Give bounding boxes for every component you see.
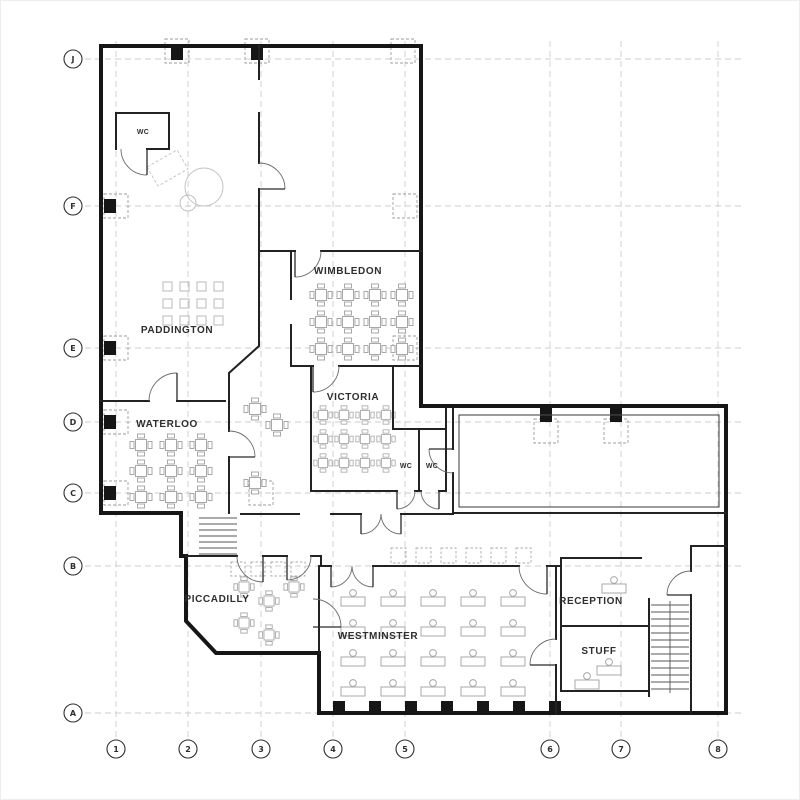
grid-letter-label-j: J <box>71 55 75 64</box>
grid-letter-label-c: C <box>70 489 76 498</box>
furniture-corridor <box>243 397 289 495</box>
piano-icon <box>146 149 189 187</box>
room-label-waterloo: WATERLOO <box>136 419 198 430</box>
round-table-icon <box>184 167 224 207</box>
interior-walls <box>100 45 727 714</box>
grid-number-label-2: 2 <box>185 745 191 754</box>
grid-lines-horizontal <box>85 58 743 714</box>
grid-letter-label-d: D <box>70 418 77 427</box>
grid-bubble-letter-f: F <box>63 196 83 216</box>
furniture-waterloo <box>129 433 213 509</box>
room-label-wimbledon: WIMBLEDON <box>314 266 382 277</box>
right-room-inner-wall <box>458 414 720 508</box>
furniture <box>129 149 627 697</box>
grid-number-label-5: 5 <box>402 745 408 754</box>
furniture-reception-stuff <box>574 576 627 690</box>
column-fills <box>104 48 622 713</box>
grid-bubble-number-6: 6 <box>540 739 560 759</box>
grid-bubble-letter-a: A <box>63 703 83 723</box>
room-labels: WC WIMBLEDON PADDINGTON VICTORIA WATERLO… <box>136 129 623 657</box>
door-leaves <box>146 149 691 666</box>
grid-number-label-6: 6 <box>547 745 553 754</box>
outer-wall <box>99 44 728 715</box>
furniture-paddington <box>146 149 224 326</box>
room-label-wc-mid-right: WC <box>426 463 438 470</box>
room-label-piccadilly: PICCADILLY <box>184 594 249 605</box>
room-label-westminster: WESTMINSTER <box>338 631 419 642</box>
door-swing-arcs <box>120 148 692 666</box>
grid-number-label-1: 1 <box>113 745 119 754</box>
grid-bubble-number-4: 4 <box>323 739 343 759</box>
grid-number-label-8: 8 <box>715 745 721 754</box>
furniture-victoria <box>313 405 396 473</box>
grid-number-label-7: 7 <box>618 745 624 754</box>
column-dashed-boxes <box>103 38 629 506</box>
grid-bubble-letter-b: B <box>63 556 83 576</box>
grid-bubble-number-2: 2 <box>178 739 198 759</box>
grid-letter-label-f: F <box>70 202 75 211</box>
grid-bubble-letter-c: C <box>63 483 83 503</box>
stairs-right <box>651 601 689 693</box>
grid-bubble-number-7: 7 <box>611 739 631 759</box>
room-label-reception: RECEPTION <box>559 596 623 607</box>
furniture-westminster <box>340 547 532 697</box>
grid-bubble-letter-e: E <box>63 338 83 358</box>
grid-letter-label-b: B <box>70 562 76 571</box>
walls <box>99 44 728 715</box>
grid-bubble-number-1: 1 <box>106 739 126 759</box>
grid-bubble-letter-d: D <box>63 412 83 432</box>
room-label-stuff: STUFF <box>581 646 616 657</box>
column-markers <box>103 38 629 713</box>
room-label-paddington: PADDINGTON <box>141 325 213 336</box>
grid-bubble-letter-j: J <box>63 49 83 69</box>
grid-number-label-3: 3 <box>258 745 264 754</box>
grid-bubble-number-8: 8 <box>708 739 728 759</box>
grid-bubble-number-3: 3 <box>251 739 271 759</box>
stairs-left <box>199 517 237 555</box>
grid-letter-label-e: E <box>70 344 75 353</box>
room-label-wc-mid-left: WC <box>400 463 412 470</box>
furniture-wimbledon <box>309 283 414 361</box>
doors <box>120 148 692 666</box>
grid-bubbles-numbers: 1 2 3 4 5 6 7 8 <box>106 739 728 759</box>
room-label-wc-upper: WC <box>137 129 149 136</box>
grid-bubbles-letters: J F E D C B A <box>63 49 83 723</box>
grid-bubble-number-5: 5 <box>395 739 415 759</box>
room-label-victoria: VICTORIA <box>327 392 379 403</box>
grid-letter-label-a: A <box>70 709 77 718</box>
grid-number-label-4: 4 <box>330 745 336 754</box>
